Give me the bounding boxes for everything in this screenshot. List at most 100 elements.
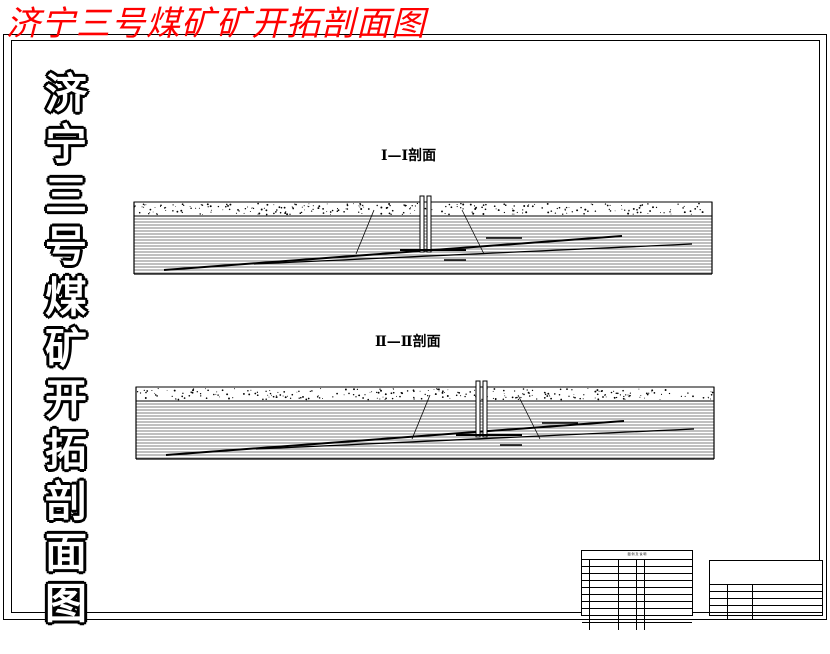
table-cell	[619, 609, 638, 615]
table-cell	[710, 592, 728, 598]
table-cell	[590, 560, 620, 566]
table-cell	[710, 613, 728, 620]
table-cell	[710, 606, 728, 612]
main-shaft	[475, 380, 481, 438]
vertical-title-char: 宁	[44, 120, 87, 169]
table-row	[710, 606, 822, 613]
pillar-boundary-right	[461, 209, 485, 255]
table-cell	[590, 581, 620, 587]
section-2-label: Ⅱ—Ⅱ剖面	[375, 334, 441, 350]
table-cell	[619, 588, 638, 594]
table-row	[710, 585, 822, 592]
table-cell	[645, 588, 692, 594]
table-cell	[710, 599, 728, 605]
table-cell	[637, 609, 645, 615]
section-1-profile	[133, 195, 713, 275]
table-row	[582, 609, 692, 616]
table-row	[582, 595, 692, 602]
table-cell	[582, 609, 590, 615]
vertical-title: 济 宁 三 号 煤 矿 开 拓 剖 面 图	[40, 68, 92, 629]
coal-seam-secondary	[255, 428, 695, 450]
table-cell	[728, 606, 754, 612]
table-cell	[582, 595, 590, 601]
table-cell	[619, 602, 638, 608]
table-cell	[637, 574, 645, 580]
table-cell	[590, 616, 620, 622]
table-cell	[619, 581, 638, 587]
vertical-title-char: 开	[44, 375, 87, 424]
vertical-title-char: 剖	[44, 477, 87, 526]
section-1-label: Ⅰ—Ⅰ剖面	[381, 148, 437, 164]
table-cell	[645, 623, 692, 630]
table-cell	[645, 560, 692, 566]
table-row	[710, 613, 822, 620]
table-cell	[637, 616, 645, 622]
table-cell	[590, 588, 620, 594]
table-cell	[728, 592, 754, 598]
table-cell	[645, 616, 692, 622]
coal-seam	[165, 420, 625, 456]
table-cell	[590, 567, 620, 573]
table-cell	[637, 567, 645, 573]
table-cell	[710, 585, 728, 591]
table-cell	[645, 595, 692, 601]
table-cell	[645, 581, 692, 587]
auxiliary-shaft	[426, 195, 432, 253]
vertical-title-char: 拓	[44, 426, 87, 475]
table-row	[582, 602, 692, 609]
table-cell	[582, 602, 590, 608]
table-cell	[753, 592, 822, 598]
table-row	[710, 599, 822, 606]
table-row	[582, 581, 692, 588]
table-cell	[637, 581, 645, 587]
table-cell	[637, 588, 645, 594]
table-cell	[582, 623, 590, 630]
table-row	[582, 574, 692, 581]
pillar-boundary-left	[355, 209, 375, 255]
table-cell	[619, 623, 638, 630]
main-shaft	[419, 195, 425, 253]
table-cell	[590, 609, 620, 615]
table-cell	[753, 585, 822, 591]
table-cell	[619, 595, 638, 601]
table-cell	[637, 560, 645, 566]
table-cell	[637, 623, 645, 630]
table-cell	[582, 581, 590, 587]
table-cell	[619, 616, 638, 622]
table-cell	[582, 567, 590, 573]
legend-table: 图 例 及 说 明	[581, 550, 693, 630]
alluvium-stipple	[134, 202, 704, 216]
legend-table-header: 图 例 及 说 明	[627, 552, 647, 556]
table-cell	[590, 595, 620, 601]
vertical-title-char: 号	[44, 222, 87, 271]
table-cell	[619, 567, 638, 573]
title-block	[709, 560, 823, 620]
table-cell	[582, 616, 590, 622]
table-cell	[753, 613, 822, 620]
table-cell	[590, 574, 620, 580]
table-cell	[619, 560, 638, 566]
table-row	[582, 616, 692, 623]
coal-seam-secondary	[253, 243, 693, 265]
table-cell	[645, 574, 692, 580]
page-title: 济宁三号煤矿矿开拓剖面图	[6, 4, 426, 44]
table-row	[582, 588, 692, 595]
coal-seam	[163, 235, 623, 271]
table-cell	[637, 602, 645, 608]
vertical-title-char: 图	[44, 579, 87, 628]
inner-frame	[11, 40, 820, 613]
table-row	[710, 592, 822, 599]
table-cell	[645, 602, 692, 608]
table-row	[582, 560, 692, 567]
table-cell	[582, 588, 590, 594]
table-cell	[753, 599, 822, 605]
title-block-top	[710, 561, 822, 584]
table-cell	[728, 585, 754, 591]
table-cell	[637, 595, 645, 601]
table-cell	[590, 623, 620, 630]
auxiliary-shaft	[482, 380, 488, 438]
vertical-title-char: 三	[44, 171, 87, 220]
table-row	[582, 567, 692, 574]
table-cell	[728, 613, 754, 620]
outer-frame	[3, 34, 827, 620]
